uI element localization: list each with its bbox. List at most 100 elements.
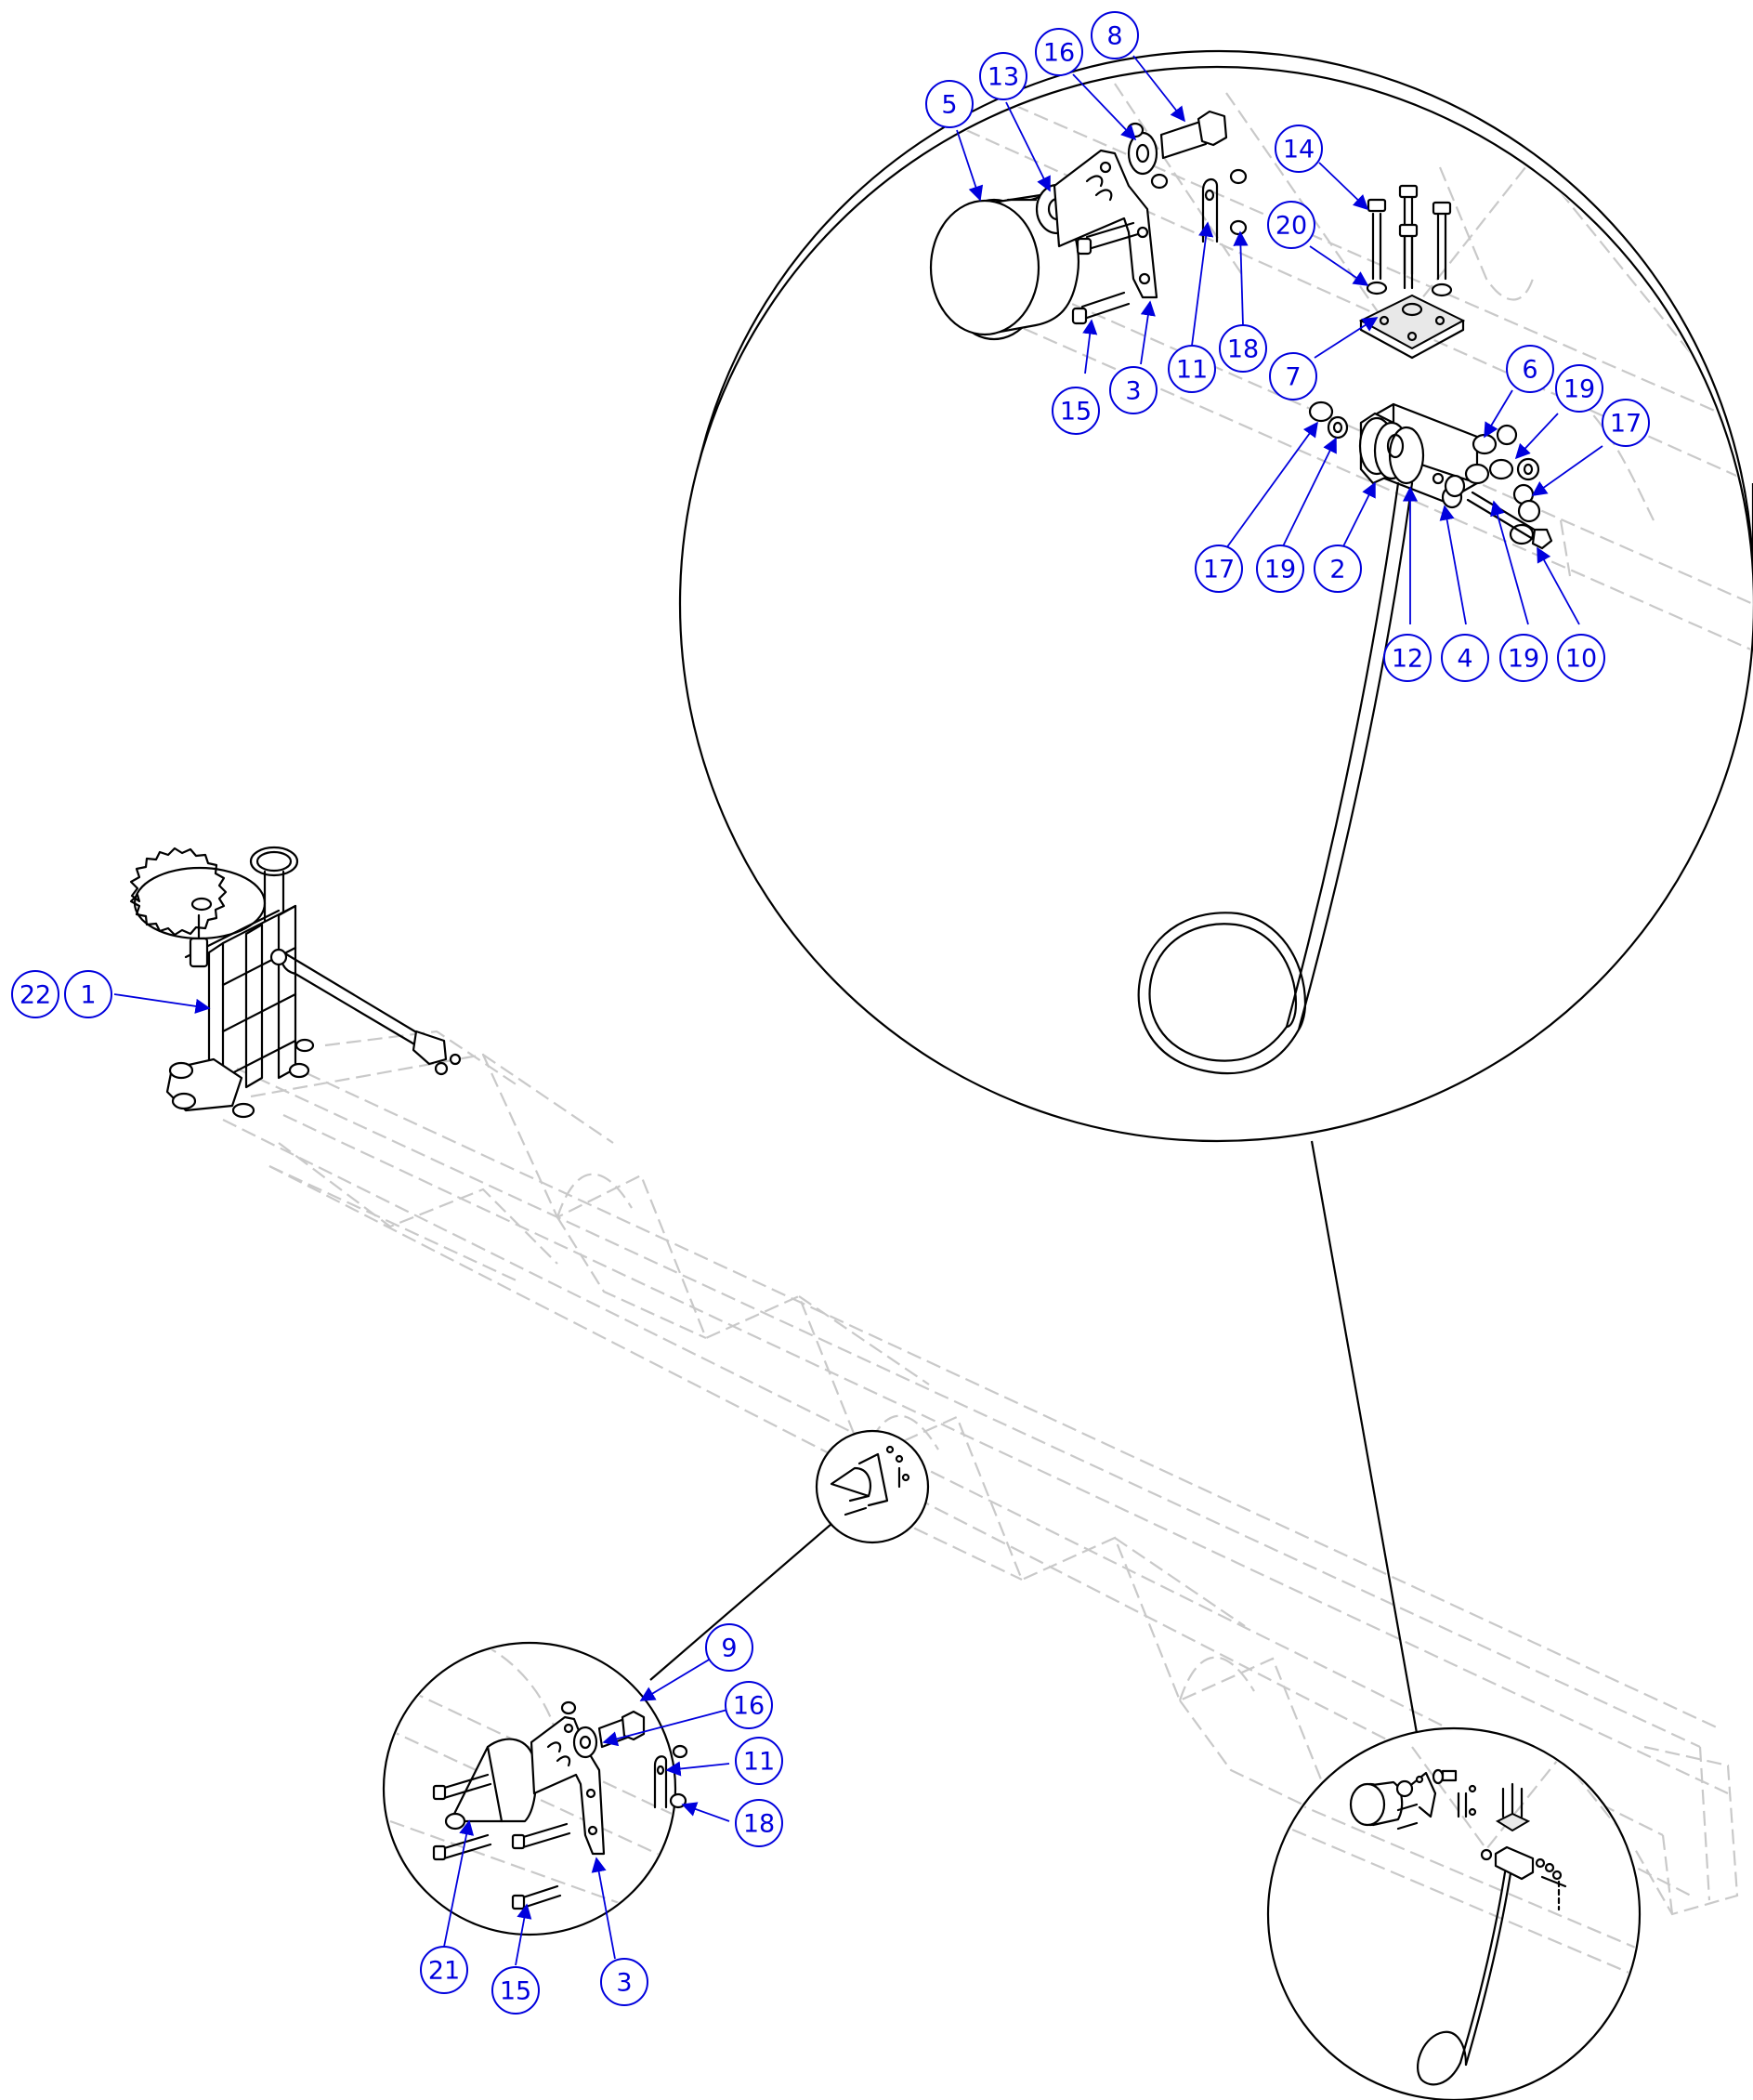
part-20-washer	[1366, 281, 1388, 295]
part-7-plate	[1358, 294, 1466, 360]
balloon-number: 12	[1392, 645, 1423, 674]
balloon-number: 13	[988, 63, 1019, 92]
mounting-frame	[129, 846, 462, 1119]
balloon-circle	[1195, 545, 1243, 593]
balloon-part-16: 16	[725, 1681, 773, 1729]
balloon-circle	[11, 970, 59, 1018]
balloon-part-15: 15	[1052, 387, 1100, 435]
part-16-washer	[1127, 131, 1158, 176]
balloon-number: 20	[1276, 212, 1307, 241]
balloon-number: 15	[500, 1977, 531, 2006]
balloon-part-3: 3	[1109, 366, 1158, 414]
balloon-part-19: 19	[1256, 545, 1304, 593]
balloon-circle	[735, 1737, 783, 1785]
balloon-number: 16	[733, 1692, 765, 1721]
balloon-circle	[1219, 324, 1267, 373]
balloon-part-18: 18	[1219, 324, 1267, 373]
part-6-nuts	[1464, 424, 1518, 485]
balloon-number: 3	[616, 1969, 632, 1998]
balloon-part-16: 16	[1035, 28, 1083, 76]
balloon-part-1: 1	[64, 970, 112, 1018]
balloon-part-20: 20	[1267, 201, 1315, 249]
part-15-bolts	[1071, 221, 1140, 325]
balloon-number: 21	[428, 1957, 460, 1986]
balloon-part-5: 5	[925, 80, 974, 128]
balloon-circle	[420, 1946, 468, 1994]
balloon-part-3: 3	[600, 1958, 648, 2006]
balloon-number: 16	[1043, 39, 1075, 68]
balloon-number: 5	[941, 91, 957, 120]
balloon-number: 4	[1457, 645, 1472, 674]
ring-handle	[249, 846, 299, 877]
balloon-part-17: 17	[1602, 399, 1650, 447]
balloon-part-21: 21	[420, 1946, 468, 1994]
part-3-bracket	[1053, 149, 1158, 299]
part-17-nut-left	[1308, 400, 1334, 423]
balloon-part-6: 6	[1506, 345, 1554, 393]
balloon-number: 11	[1176, 356, 1208, 385]
balloon-number: 18	[1227, 335, 1259, 364]
part-19-washer-left	[1327, 415, 1349, 440]
part-10-bolt	[1466, 491, 1553, 550]
balloon-number: 22	[20, 981, 51, 1010]
balloon-circle	[491, 1966, 540, 2015]
balloon-circle	[1441, 634, 1489, 682]
balloon-part-10: 10	[1557, 634, 1605, 682]
balloon-part-7: 7	[1269, 352, 1317, 400]
balloon-circle	[1035, 28, 1083, 76]
boom-truss	[222, 1030, 1739, 1943]
balloon-part-11: 11	[735, 1737, 783, 1785]
balloon-circle	[1052, 387, 1100, 435]
balloon-part-9: 9	[705, 1623, 753, 1672]
part-4-pin	[1444, 474, 1466, 498]
balloon-part-2: 2	[1314, 545, 1362, 593]
balloon-part-11: 11	[1168, 345, 1216, 393]
balloon-circle	[1269, 352, 1317, 400]
part-18-nut	[1229, 168, 1248, 185]
balloon-number: 18	[743, 1810, 775, 1839]
balloon-circle	[1557, 634, 1605, 682]
leader-lines	[113, 55, 1603, 1966]
balloon-circle	[1091, 11, 1139, 59]
balloon-circle	[705, 1623, 753, 1672]
balloon-circle	[1499, 634, 1548, 682]
balloon-number: 7	[1285, 363, 1301, 392]
balloon-circle	[1256, 545, 1304, 593]
part-8-bolt	[1159, 110, 1228, 160]
balloon-number: 1	[80, 981, 96, 1010]
balloon-part-12: 12	[1383, 634, 1432, 682]
balloon-number: 19	[1563, 375, 1595, 404]
balloon-circle	[1383, 634, 1432, 682]
balloon-number: 6	[1522, 356, 1537, 385]
balloon-number: 2	[1329, 556, 1345, 584]
balloon-number: 11	[743, 1748, 775, 1777]
part-12-hinge-block	[1358, 402, 1479, 504]
balloon-part-19: 19	[1499, 634, 1548, 682]
balloon-number: 8	[1106, 22, 1122, 51]
balloon-number: 17	[1203, 556, 1235, 584]
balloon-number: 14	[1283, 136, 1315, 164]
balloon-circle	[735, 1799, 783, 1847]
balloon-number: 17	[1610, 410, 1642, 439]
balloon-part-17: 17	[1195, 545, 1243, 593]
balloon-circle	[979, 52, 1027, 100]
balloon-circle	[600, 1958, 648, 2006]
detail-view-bottom-right	[1266, 1726, 1642, 2100]
balloon-part-13: 13	[979, 52, 1027, 100]
balloon-part-19: 19	[1555, 364, 1603, 413]
part-14-bolts	[1367, 184, 1452, 290]
spring-rod-loop	[1137, 481, 1414, 1075]
balloon-circle	[64, 970, 112, 1018]
part-19-washer-right	[1516, 457, 1540, 481]
balloon-circle	[1506, 345, 1554, 393]
balloon-circle	[1109, 366, 1158, 414]
balloon-part-4: 4	[1441, 634, 1489, 682]
balloon-part-8: 8	[1091, 11, 1139, 59]
balloon-circle	[1168, 345, 1216, 393]
balloon-circle	[725, 1681, 773, 1729]
sprocket-icon	[129, 847, 267, 940]
balloon-number: 10	[1565, 645, 1597, 674]
balloon-circle	[1267, 201, 1315, 249]
